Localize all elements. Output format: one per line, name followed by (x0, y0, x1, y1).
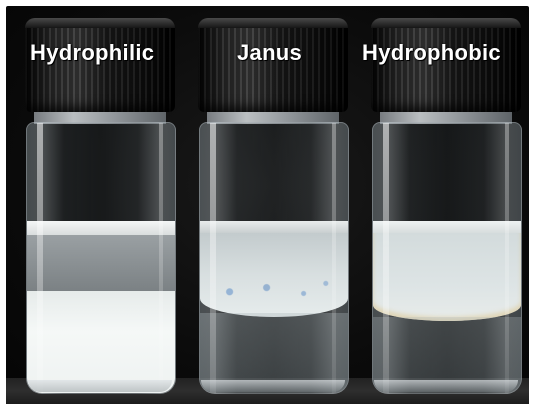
label-hydrophobic: Hydrophobic (362, 40, 501, 65)
clear-layer (27, 235, 175, 293)
glass-highlight (37, 123, 43, 393)
meniscus-layer (200, 221, 348, 233)
meniscus-layer (27, 221, 175, 235)
label-janus: Janus (237, 40, 303, 65)
glass-highlight (505, 123, 509, 393)
cap-rim (371, 18, 521, 28)
glass-highlight (383, 123, 389, 393)
vial-hydrophilic (22, 18, 178, 396)
vial-cap (371, 18, 521, 112)
vial-neck (207, 112, 339, 124)
vial-glass (26, 122, 176, 394)
vial-neck (34, 112, 166, 124)
glass-highlight (332, 123, 336, 393)
vial-neck (380, 112, 512, 124)
vial-glass (372, 122, 522, 394)
vial-cap (25, 18, 175, 112)
glass-highlight (210, 123, 216, 393)
emulsion-layer (373, 233, 521, 321)
meniscus-layer (373, 221, 521, 233)
vial-base (201, 380, 345, 392)
cap-rim (25, 18, 175, 28)
clear-layer (200, 313, 348, 393)
label-hydrophilic: Hydrophilic (30, 40, 155, 65)
glass-highlight (159, 123, 163, 393)
vial-janus (195, 18, 351, 396)
vial-base (28, 380, 172, 392)
milky-emulsion-layer (27, 291, 175, 393)
vial-hydrophobic (368, 18, 524, 396)
vial-base (374, 380, 518, 392)
emulsion-layer (200, 233, 348, 317)
vial-cap (198, 18, 348, 112)
vial-glass (199, 122, 349, 394)
cap-rim (198, 18, 348, 28)
